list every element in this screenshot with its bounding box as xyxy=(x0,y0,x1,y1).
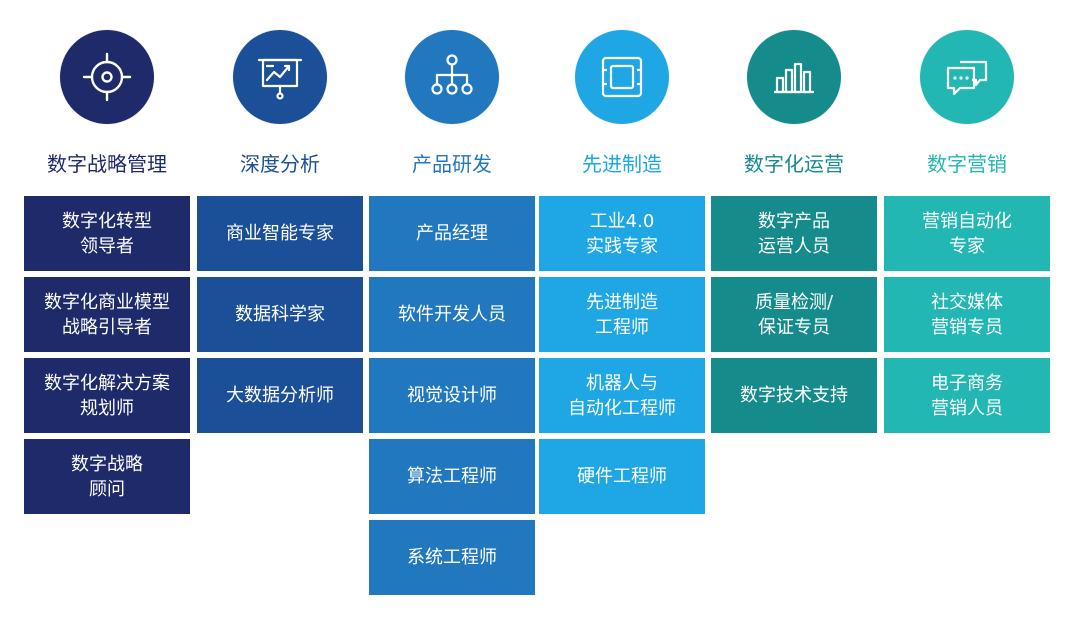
role-card: 营销自动化 专家 xyxy=(884,196,1050,271)
hierarchy-network-icon xyxy=(405,30,499,124)
role-card: 商业智能专家 xyxy=(197,196,363,271)
role-card: 社交媒体 营销专员 xyxy=(884,277,1050,352)
target-crosshair-icon xyxy=(60,30,154,124)
chat-bubbles-icon xyxy=(920,30,1014,124)
column-advanced-manufacturing: 先进制造 工业4.0 实践专家 先进制造 工程师 机器人与 自动化工程师 硬件工… xyxy=(539,0,705,514)
role-card: 数字化商业模型 战略引导者 xyxy=(24,277,190,352)
role-card: 系统工程师 xyxy=(369,520,535,595)
role-card: 数字产品 运营人员 xyxy=(711,196,877,271)
role-list: 商业智能专家 数据科学家 大数据分析师 xyxy=(197,196,363,433)
role-list: 工业4.0 实践专家 先进制造 工程师 机器人与 自动化工程师 硬件工程师 xyxy=(539,196,705,514)
role-card: 数字化转型 领导者 xyxy=(24,196,190,271)
column-title: 数字化运营 xyxy=(744,152,844,176)
role-card: 质量检测/ 保证专员 xyxy=(711,277,877,352)
role-card: 数字战略 顾问 xyxy=(24,439,190,514)
chip-processor-icon xyxy=(575,30,669,124)
role-list: 营销自动化 专家 社交媒体 营销专员 电子商务 营销人员 xyxy=(884,196,1050,433)
role-list: 产品经理 软件开发人员 视觉设计师 算法工程师 系统工程师 xyxy=(369,196,535,595)
column-title: 产品研发 xyxy=(412,152,492,176)
role-list: 数字产品 运营人员 质量检测/ 保证专员 数字技术支持 xyxy=(711,196,877,433)
role-card: 硬件工程师 xyxy=(539,439,705,514)
role-card: 数字技术支持 xyxy=(711,358,877,433)
column-deep-analytics: 深度分析 商业智能专家 数据科学家 大数据分析师 xyxy=(197,0,363,433)
column-digital-operations: 数字化运营 数字产品 运营人员 质量检测/ 保证专员 数字技术支持 xyxy=(711,0,877,433)
bar-chart-icon xyxy=(747,30,841,124)
role-card: 视觉设计师 xyxy=(369,358,535,433)
role-card: 软件开发人员 xyxy=(369,277,535,352)
role-card: 大数据分析师 xyxy=(197,358,363,433)
role-card: 产品经理 xyxy=(369,196,535,271)
column-product-rd: 产品研发 产品经理 软件开发人员 视觉设计师 算法工程师 系统工程师 xyxy=(369,0,535,595)
column-title: 数字营销 xyxy=(927,152,1007,176)
role-card: 数字化解决方案 规划师 xyxy=(24,358,190,433)
column-title: 数字战略管理 xyxy=(47,152,167,176)
role-card: 先进制造 工程师 xyxy=(539,277,705,352)
column-digital-marketing: 数字营销 营销自动化 专家 社交媒体 营销专员 电子商务 营销人员 xyxy=(884,0,1050,433)
role-card: 算法工程师 xyxy=(369,439,535,514)
role-card: 工业4.0 实践专家 xyxy=(539,196,705,271)
presentation-chart-icon xyxy=(233,30,327,124)
role-card: 数据科学家 xyxy=(197,277,363,352)
column-digital-strategy: 数字战略管理 数字化转型 领导者 数字化商业模型 战略引导者 数字化解决方案 规… xyxy=(24,0,190,514)
role-card: 电子商务 营销人员 xyxy=(884,358,1050,433)
role-card: 机器人与 自动化工程师 xyxy=(539,358,705,433)
role-list: 数字化转型 领导者 数字化商业模型 战略引导者 数字化解决方案 规划师 数字战略… xyxy=(24,196,190,514)
column-title: 先进制造 xyxy=(582,152,662,176)
column-title: 深度分析 xyxy=(240,152,320,176)
